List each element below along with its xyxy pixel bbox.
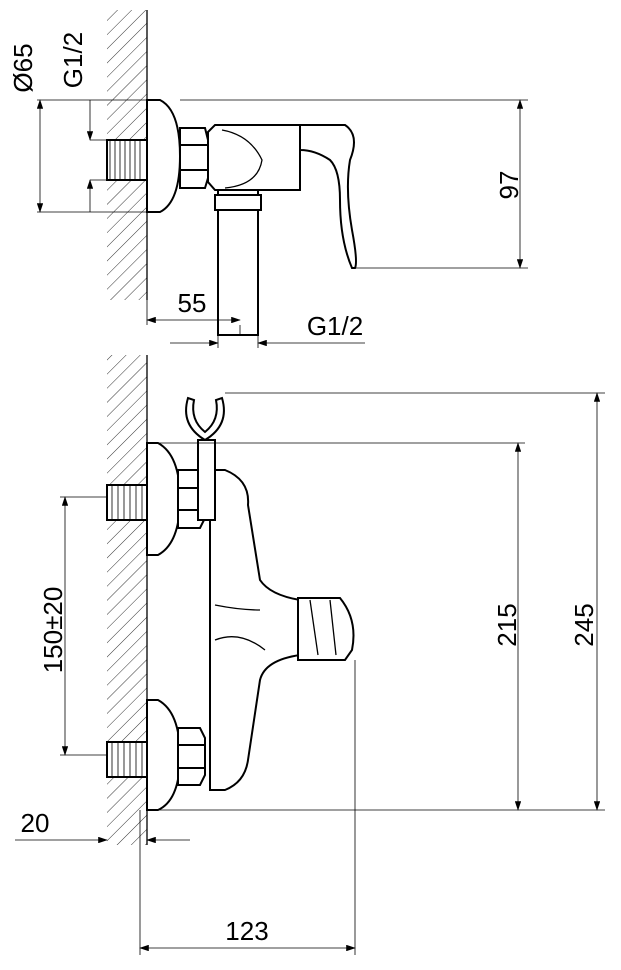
flange (146, 99, 182, 213)
lower-inlet (106, 699, 206, 811)
shower-holder-hook (185, 396, 225, 442)
lever-handle (297, 597, 355, 661)
mixer-body (203, 469, 301, 791)
outlet-thread-label: G1/2 (307, 311, 363, 341)
height-245-label: 245 (569, 603, 599, 646)
inlet-thread (106, 139, 148, 181)
inlet-spacing-label: 150±20 (38, 587, 68, 674)
slide-bar (197, 439, 216, 521)
top-view: Ø65 G1/2 97 55 G1/2 (8, 10, 528, 348)
offset-55-label: 55 (178, 288, 207, 318)
wall-offset-label: 20 (21, 808, 50, 838)
mixer-body (207, 124, 301, 191)
hex-nut (179, 127, 209, 189)
depth-123-label: 123 (225, 916, 268, 946)
inlet-thread-label: G1/2 (58, 32, 88, 88)
lever-handle (299, 124, 357, 269)
flange-diameter-label: Ø65 (8, 43, 38, 92)
outlet-pipe (217, 189, 259, 336)
height-97-label: 97 (494, 171, 524, 200)
height-215-label: 215 (492, 603, 522, 646)
front-view: 150±20 215 245 20 123 (15, 355, 605, 955)
